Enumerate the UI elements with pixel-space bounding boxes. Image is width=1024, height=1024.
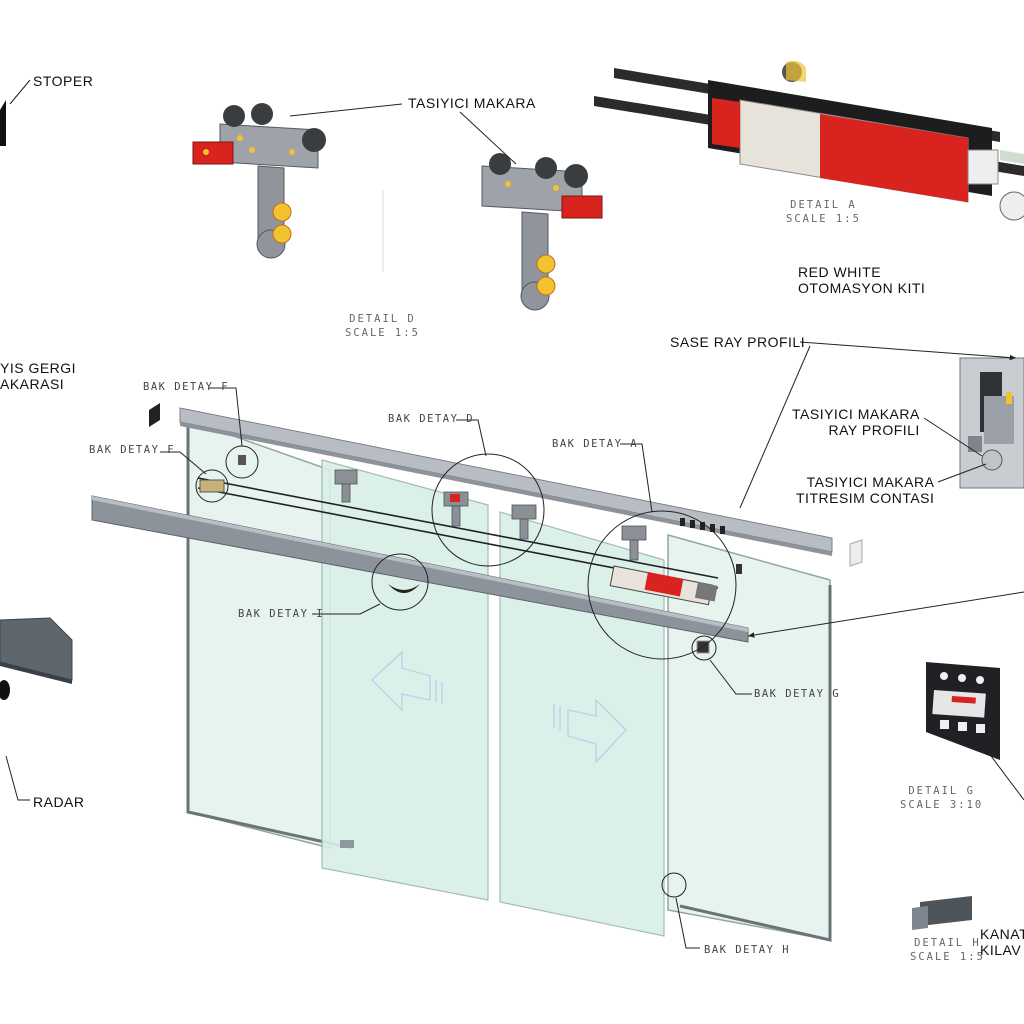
rail-profile-icon bbox=[959, 357, 1024, 489]
label-kanat: KANAT KILAV bbox=[980, 926, 1024, 958]
leader-bak-f2 bbox=[160, 451, 207, 475]
detail-circles bbox=[195, 445, 737, 898]
label-bak-detay-f-1: BAK DETAY F bbox=[143, 381, 230, 393]
detail-g-scale: SCALE 3:10 bbox=[900, 799, 984, 811]
leader-cover bbox=[747, 591, 1024, 638]
label-bak-detay-i: BAK DETAY I bbox=[238, 608, 325, 620]
detail-h-title: DETAIL H bbox=[914, 937, 981, 949]
titresim-line-1: TASIYICI MAKARA bbox=[806, 474, 935, 490]
gergi-line-2: AKARASI bbox=[0, 376, 65, 392]
guide-icon bbox=[912, 896, 972, 930]
detail-d-scale: SCALE 1:5 bbox=[345, 327, 420, 339]
label-tasiyici-makara: TASIYICI MAKARA bbox=[408, 95, 536, 111]
stopper-icon bbox=[0, 100, 6, 146]
detail-a-title: DETAIL A bbox=[790, 199, 857, 211]
leader-bak-d bbox=[456, 419, 487, 457]
leader-bak-f1 bbox=[208, 387, 243, 447]
label-stoper: STOPER bbox=[33, 73, 94, 89]
arrow-left-icon bbox=[370, 650, 443, 712]
leader-sase-b bbox=[739, 345, 811, 509]
end-cap bbox=[736, 564, 742, 574]
radar-pocket-icon bbox=[388, 584, 420, 593]
detail-a-scale: SCALE 1:5 bbox=[786, 213, 861, 225]
leader-bak-h bbox=[675, 897, 700, 949]
bottom-guide bbox=[340, 840, 354, 848]
motor-kit-detail bbox=[594, 60, 1024, 221]
leader-bak-i bbox=[312, 603, 381, 615]
detail-g-title: DETAIL G bbox=[908, 785, 975, 797]
titresim-line-2: TITRESIM CONTASI bbox=[796, 490, 935, 506]
kanat-line-1: KANAT bbox=[980, 926, 1024, 942]
stopper-small-icon bbox=[238, 455, 246, 465]
label-detail-a: DETAIL A SCALE 1:5 bbox=[786, 198, 861, 226]
leader-stoper bbox=[9, 79, 31, 105]
radar-sensor-icon bbox=[0, 617, 73, 700]
label-bak-detay-h: BAK DETAY H bbox=[704, 944, 791, 956]
tension-pulley-icon bbox=[199, 479, 225, 493]
gergi-line-1: YIS GERGI bbox=[0, 360, 77, 376]
label-bak-detay-g: BAK DETAY G bbox=[754, 688, 841, 700]
label-detail-h: DETAIL H SCALE 1:5 bbox=[910, 936, 985, 964]
ray-profili-line-1: TASIYICI MAKARA bbox=[792, 406, 920, 422]
leader-makara-1 bbox=[289, 103, 403, 117]
carrier-red-clip bbox=[450, 494, 460, 502]
arrow-right-icon bbox=[553, 698, 627, 764]
kanat-line-2: KILAV bbox=[980, 942, 1022, 958]
wall-bracket-icon bbox=[149, 403, 160, 427]
front-cover-top bbox=[92, 496, 748, 632]
top-rail-face bbox=[180, 422, 832, 556]
label-radar: RADAR bbox=[33, 794, 85, 810]
label-bak-detay-a: BAK DETAY A bbox=[552, 438, 639, 450]
label-ray-profili: TASIYICI MAKARA RAY PROFILI bbox=[792, 406, 920, 438]
leader-ray-profili bbox=[923, 417, 983, 457]
frame-outline bbox=[186, 420, 353, 850]
leader-makara-2 bbox=[459, 111, 517, 165]
label-gergi: YIS GERGI AKARASI bbox=[0, 360, 76, 392]
label-bak-detay-f-2: BAK DETAY F bbox=[89, 444, 176, 456]
label-detail-d: DETAIL D SCALE 1:5 bbox=[345, 312, 420, 340]
leader-bak-g bbox=[709, 659, 752, 695]
label-sase-ray: SASE RAY PROFILI bbox=[670, 334, 806, 350]
frame-outline-right bbox=[679, 585, 832, 942]
belt-upper bbox=[197, 477, 719, 579]
control-panel-icon bbox=[926, 662, 1000, 760]
ray-profili-line-2: RAY PROFILI bbox=[828, 422, 920, 438]
label-bak-detay-d: BAK DETAY D bbox=[388, 413, 475, 425]
leader-titresim bbox=[937, 463, 987, 483]
label-detail-g: DETAIL G SCALE 3:10 bbox=[900, 784, 983, 812]
leader-sase-a bbox=[799, 341, 1017, 361]
rail-clamps bbox=[680, 518, 725, 534]
leader-radar bbox=[5, 755, 30, 801]
detail-d-title: DETAIL D bbox=[349, 313, 416, 325]
end-plate-icon bbox=[849, 539, 863, 567]
red-white-line-1: RED WHITE bbox=[798, 264, 882, 280]
carrier-roller-detail-1 bbox=[192, 103, 326, 259]
leader-bak-a bbox=[620, 443, 653, 513]
door-assembly bbox=[91, 407, 833, 942]
label-titresim: TASIYICI MAKARA TITRESIM CONTASI bbox=[796, 474, 934, 506]
red-white-line-2: OTOMASYON KITI bbox=[798, 280, 926, 296]
label-red-white: RED WHITE OTOMASYON KITI bbox=[798, 264, 925, 296]
detail-h-scale: SCALE 1:5 bbox=[910, 951, 985, 963]
door-motor-icon bbox=[609, 565, 718, 606]
leader-panel bbox=[987, 751, 1024, 801]
carrier-roller-detail-2 bbox=[481, 153, 603, 311]
sliding-leaf-left bbox=[321, 459, 489, 901]
